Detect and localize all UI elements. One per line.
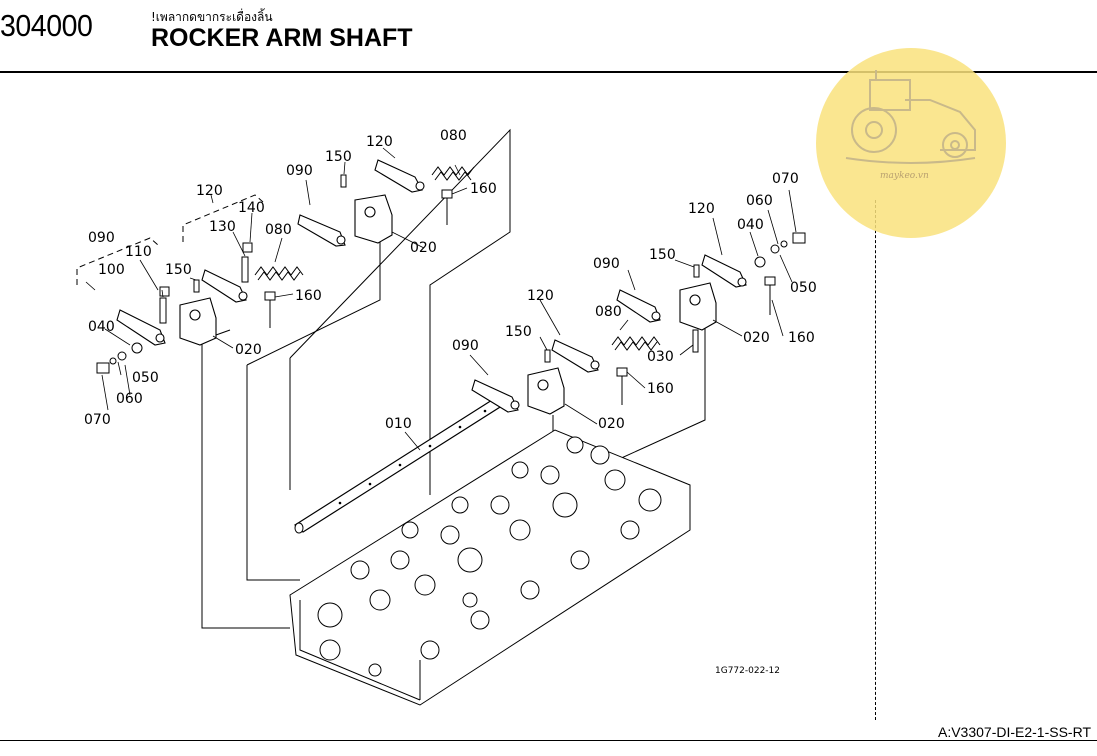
rocker-supports (179, 194, 717, 415)
callout-160-d: 160 (647, 381, 674, 397)
callout-110: 110 (125, 244, 152, 260)
rocker-arms (116, 159, 747, 413)
model-code: A:V3307-DI-E2-1-SS-RT (937, 724, 1091, 740)
leader-lines (85, 147, 797, 451)
callout-030: 030 (647, 349, 674, 365)
callout-020-a: 020 (410, 240, 437, 256)
callout-160-b: 160 (295, 288, 322, 304)
callout-010: 010 (385, 416, 412, 432)
callout-150-b: 150 (165, 262, 192, 278)
callout-120-b: 120 (196, 183, 223, 199)
callout-070-b: 070 (84, 412, 111, 428)
callout-150-d: 150 (505, 324, 532, 340)
callout-090-c: 090 (593, 256, 620, 272)
callout-160-c: 160 (788, 330, 815, 346)
cylinder-head (289, 429, 691, 706)
drawing-number: 1G772-022-12 (715, 666, 780, 676)
callout-080-a: 080 (440, 128, 467, 144)
callout-080-c: 080 (595, 304, 622, 320)
callout-130: 130 (209, 219, 236, 235)
callout-020-c: 020 (743, 330, 770, 346)
callout-050-b: 050 (132, 370, 159, 386)
callout-020-d: 020 (598, 416, 625, 432)
callout-090-d: 090 (452, 338, 479, 354)
watermark-logo: maykeo.vn (816, 48, 1006, 238)
callout-140: 140 (238, 200, 265, 216)
callout-120-d: 120 (688, 201, 715, 217)
springs (254, 166, 661, 351)
callout-060-b: 060 (116, 391, 143, 407)
callout-040-a: 040 (737, 217, 764, 233)
callout-090-b: 090 (88, 230, 115, 246)
callout-060-a: 060 (746, 193, 773, 209)
callout-070-a: 070 (772, 171, 799, 187)
callout-050-a: 050 (790, 280, 817, 296)
part-group-code: 304000 (0, 8, 93, 43)
group-brackets (76, 194, 264, 285)
thai-title: !เพลากดขากระเดื่องลิ้น (151, 10, 273, 24)
callout-100: 100 (98, 262, 125, 278)
section-divider (875, 200, 876, 720)
callout-120-a: 120 (366, 134, 393, 150)
tractor-icon (845, 70, 976, 164)
header-rule (0, 71, 1097, 73)
page-title: ROCKER ARM SHAFT (151, 24, 413, 52)
callout-120-c: 120 (527, 288, 554, 304)
watermark-text: maykeo.vn (880, 171, 929, 181)
callout-090-a: 090 (286, 163, 313, 179)
watermark-circle (816, 48, 1006, 238)
callout-160-a: 160 (470, 181, 497, 197)
callout-020-b: 020 (235, 342, 262, 358)
footer-rule (0, 740, 1097, 741)
callout-150-c: 150 (649, 247, 676, 263)
callout-080-b: 080 (265, 222, 292, 238)
callout-150-a: 150 (325, 149, 352, 165)
callout-040-b: 040 (88, 319, 115, 335)
